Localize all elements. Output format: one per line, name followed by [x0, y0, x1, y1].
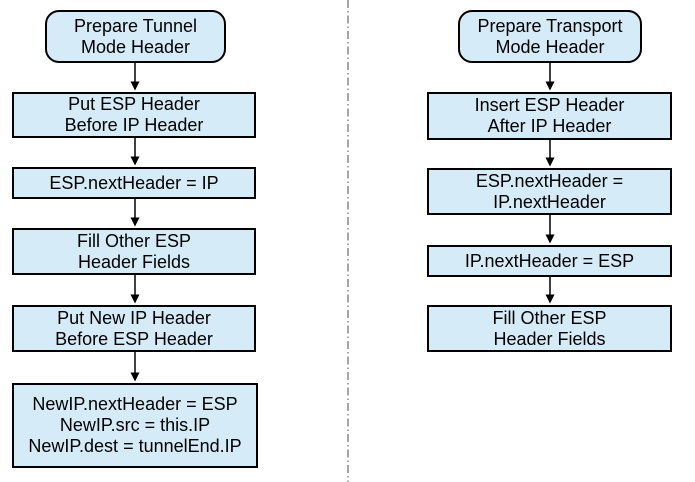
transport-step-insert-esp-header: Insert ESP Header After IP Header [427, 92, 672, 140]
transport-step-fill-other-fields: Fill Other ESP Header Fields [427, 305, 672, 352]
tunnel-start-node: Prepare Tunnel Mode Header [45, 10, 226, 63]
tunnel-step-put-esp-header: Put ESP Header Before IP Header [12, 92, 256, 138]
tunnel-step-newip-assignments: NewIP.nextHeader = ESP NewIP.src = this.… [12, 383, 258, 468]
tunnel-step-put-new-ip-header: Put New IP Header Before ESP Header [12, 305, 256, 352]
tunnel-step-esp-nextheader: ESP.nextHeader = IP [12, 167, 256, 199]
transport-step-esp-nextheader: ESP.nextHeader = IP.nextHeader [427, 168, 672, 215]
tunnel-step-fill-other-fields: Fill Other ESP Header Fields [12, 228, 256, 275]
transport-step-ip-nextheader: IP.nextHeader = ESP [427, 245, 672, 277]
transport-start-node: Prepare Transport Mode Header [458, 10, 642, 63]
